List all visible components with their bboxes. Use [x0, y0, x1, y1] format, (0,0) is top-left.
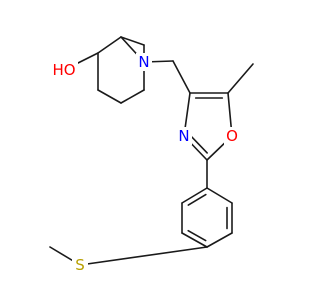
bond-ch2-c4ox	[172, 60, 191, 94]
atom-label-ho: HO	[52, 61, 75, 79]
bond-c3a-c2a	[120, 36, 145, 46]
molecule-structure: HO N N O S	[48, 36, 254, 274]
bond-a1-a2	[181, 187, 208, 204]
bond-nox-c2ox-inner	[190, 135, 208, 154]
atom-oxazole-nitrogen: N	[176, 127, 192, 145]
atom-labels: HO N N O S	[48, 53, 240, 274]
bond-a1-a2-inner	[187, 193, 207, 206]
bond-c5-c3b	[97, 89, 122, 104]
bonds	[49, 36, 254, 266]
bond-a6-a1	[206, 187, 233, 204]
bond-c4-c3a	[97, 36, 122, 54]
atom-label-n-oxazole: N	[178, 127, 189, 145]
bond-a3-a4	[181, 232, 208, 248]
bond-a4-a5	[206, 232, 233, 248]
atom-piperidine-nitrogen: N	[136, 53, 152, 71]
atom-sulfur: S	[72, 256, 88, 274]
atom-label-s: S	[75, 256, 85, 274]
bond-c6-c5	[120, 89, 145, 104]
atom-oxazole-oxygen: O	[224, 127, 240, 145]
bond-a4-s	[79, 246, 208, 266]
bond-a3-a4-inner	[187, 229, 207, 242]
atom-label-n-piperidine: N	[138, 53, 149, 71]
atom-hydroxyl-oxygen: HO	[48, 61, 78, 79]
bond-c5ox-me	[227, 63, 254, 94]
atom-label-o-oxazole: O	[226, 127, 238, 145]
